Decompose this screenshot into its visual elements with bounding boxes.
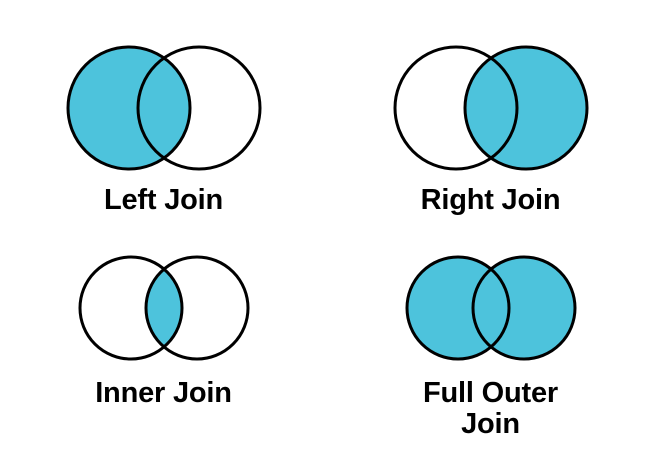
right-circle-outline [463, 45, 588, 171]
venn-left-join-svg [66, 45, 261, 171]
intersection-fill [464, 47, 517, 169]
left-circle-outline [405, 255, 510, 361]
diagram-label-left-join: Left Join [103, 184, 224, 216]
diagram-label-right-join: Right Join [420, 184, 561, 216]
venn-right-join [391, 44, 591, 172]
right-circle-outline [144, 255, 249, 361]
left-circle-outline [66, 45, 191, 171]
left-circle-outline [393, 45, 518, 171]
diagram-label-inner-join: Inner Join [95, 377, 232, 409]
right-circle-outline [471, 255, 576, 361]
right-circle-outline [136, 45, 261, 171]
venn-inner-join [64, 254, 264, 362]
venn-full-outer-join-svg [405, 255, 576, 361]
diagram-label-full-outer-join: Full Outer Join [423, 377, 558, 441]
venn-right-join-svg [393, 45, 588, 171]
diagram-cell-inner-join: Inner Join [0, 218, 327, 474]
intersection-fill [145, 257, 182, 359]
venn-full-outer-join [391, 254, 591, 362]
right-circle-fill [472, 257, 575, 359]
intersection-fill [137, 47, 190, 169]
venn-inner-join-svg [78, 255, 249, 361]
diagram-cell-full-outer-join: Full Outer Join [327, 218, 654, 474]
left-circle-outline [78, 255, 183, 361]
venn-left-join [64, 44, 264, 172]
diagram-cell-right-join: Right Join [327, 0, 654, 218]
diagram-cell-left-join: Left Join [0, 0, 327, 218]
